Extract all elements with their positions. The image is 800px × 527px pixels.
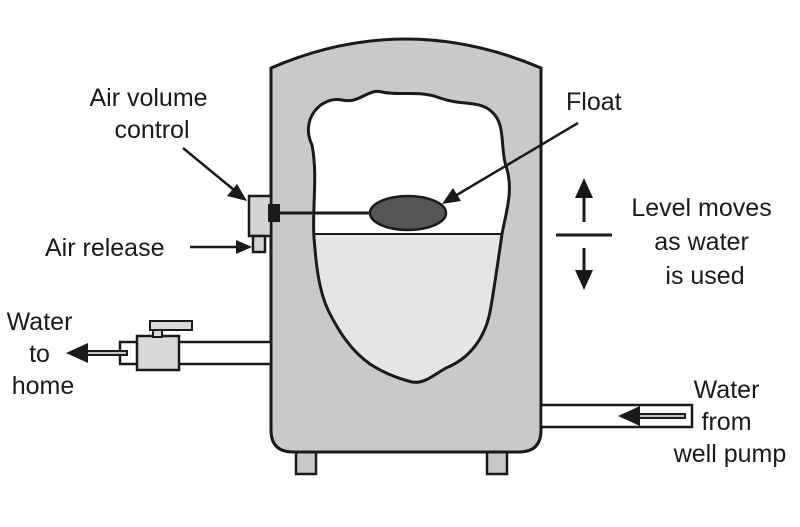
to-home-arrowhead [66, 343, 88, 363]
valve-handle [149, 320, 193, 331]
air-release-valve [251, 234, 267, 254]
air-volume-control-plate [268, 204, 280, 222]
level-down-arrowhead [575, 270, 593, 290]
air-release-label: Air release [45, 234, 165, 262]
air-release-leader-head [236, 240, 252, 254]
outlet-pipe [66, 320, 273, 372]
level-indicator [556, 178, 612, 290]
air-volume-control-leader [182, 147, 235, 191]
tank-leg-left [294, 450, 318, 476]
float-leader [454, 121, 579, 198]
water-to-home-label: Water to home [7, 308, 80, 400]
inlet-pipe [539, 403, 694, 429]
level-up-arrowhead [575, 178, 593, 198]
float-leader-head [442, 188, 461, 204]
air-volume-control-label: Air volume control [89, 84, 214, 144]
water-from-well-pump-label: Water from well pump [673, 376, 787, 468]
from-pump-arrowhead [618, 406, 640, 426]
air-volume-control-body [247, 194, 273, 238]
tank-leg-right [485, 450, 509, 476]
float [368, 194, 448, 232]
valve-body [135, 334, 181, 372]
float-label: Float [566, 88, 622, 116]
air-volume-control-leader-head [227, 184, 247, 201]
level-moves-label: Level moves as water is used [631, 194, 778, 290]
cutaway-outline [306, 89, 511, 384]
